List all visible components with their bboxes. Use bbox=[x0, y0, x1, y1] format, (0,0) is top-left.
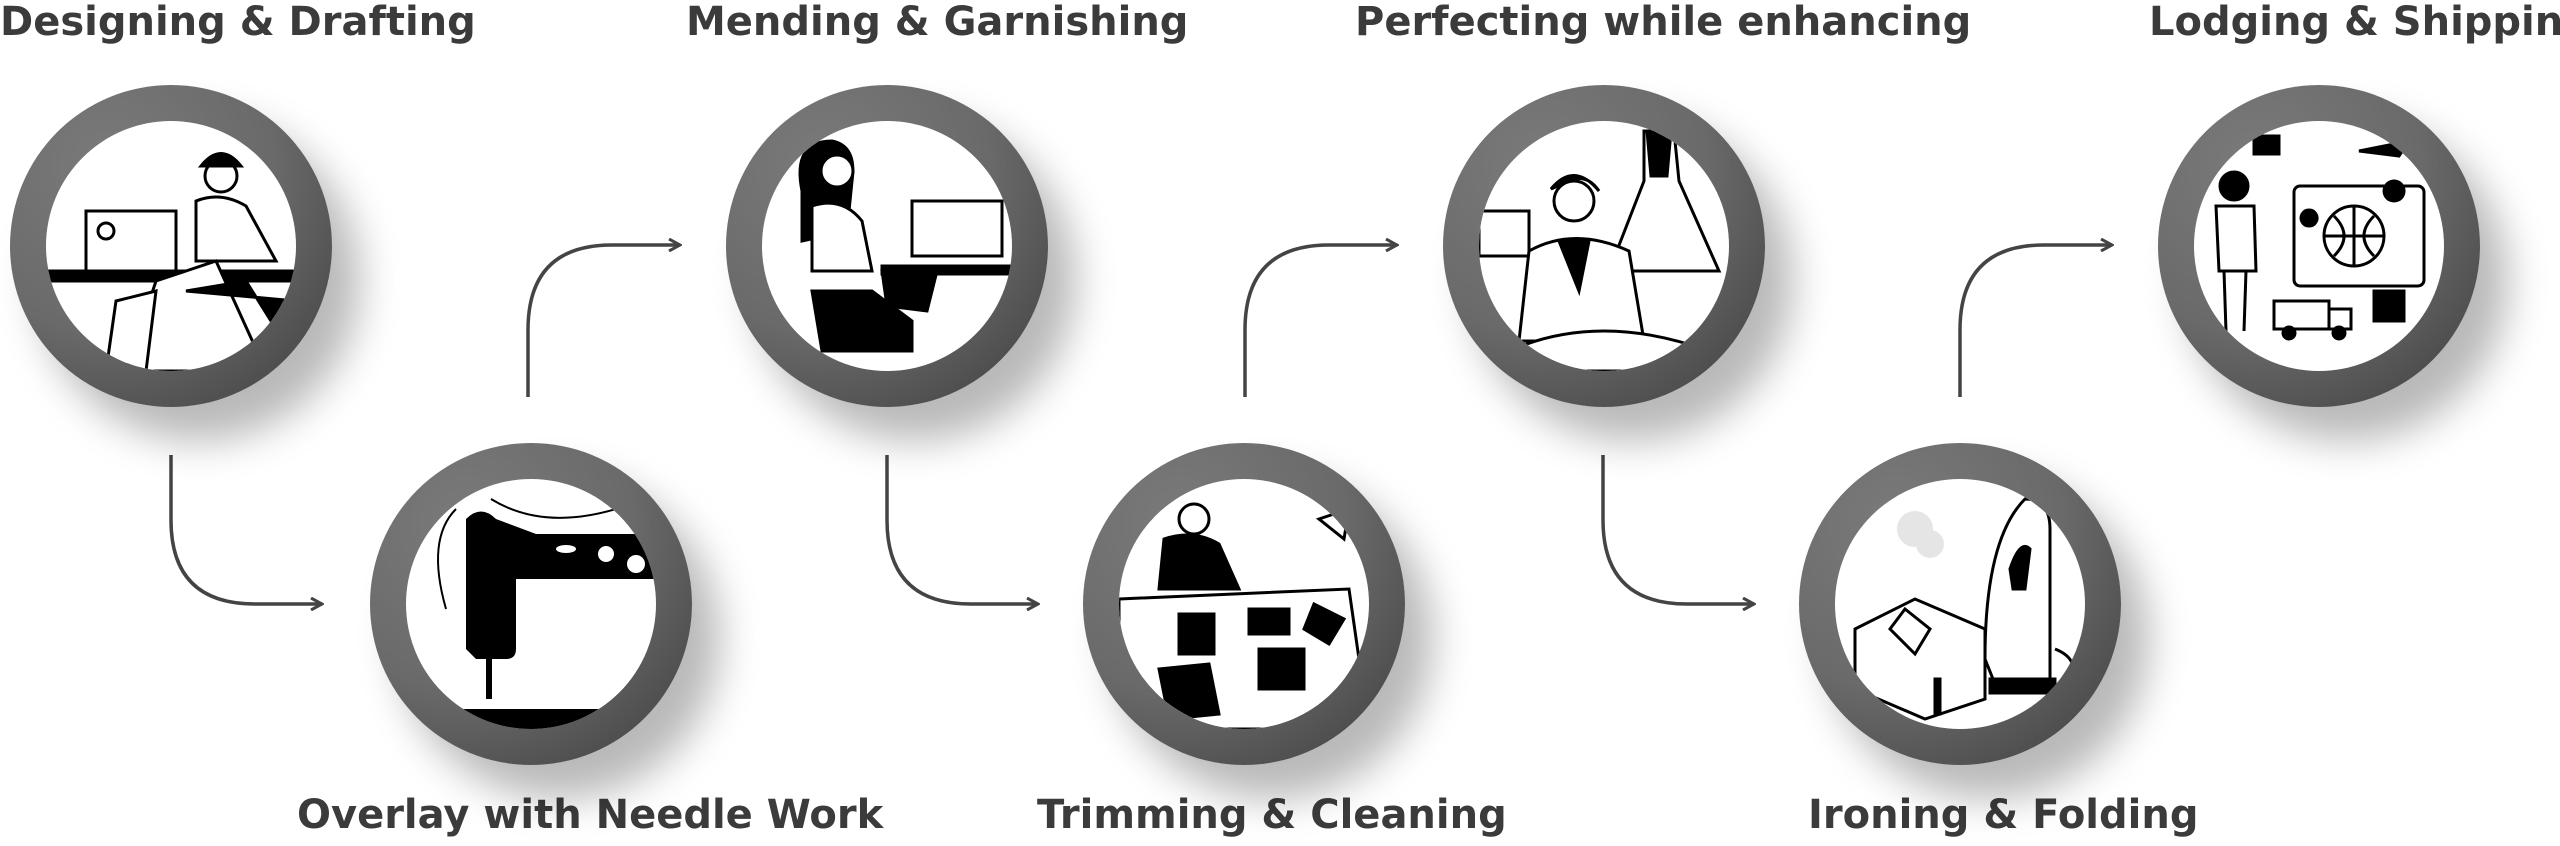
sewing-designer-illustration bbox=[46, 152, 296, 371]
global-shipping-illustration bbox=[2214, 134, 2426, 341]
step-label-perfecting: Perfecting while enhancing bbox=[1355, 0, 1972, 45]
arrow-5-to-6 bbox=[1601, 455, 1754, 604]
step-node-overlay bbox=[370, 443, 692, 765]
step-node-lodging bbox=[2158, 85, 2480, 407]
tailor-dress-form-illustration bbox=[1479, 129, 1729, 371]
fabric-cutting-illustration bbox=[1119, 502, 1369, 729]
step-node-designing bbox=[10, 85, 332, 407]
arrow-6-to-7 bbox=[1958, 245, 2112, 397]
step-node-mending bbox=[726, 85, 1048, 407]
step-label-mending: Mending & Garnishing bbox=[686, 0, 1189, 45]
step-label-trimming: Trimming & Cleaning bbox=[1037, 792, 1507, 838]
iron-folded-shirt-illustration bbox=[1853, 497, 2075, 721]
step-label-ironing: Ironing & Folding bbox=[1808, 792, 2199, 838]
step-node-ironing bbox=[1799, 443, 2121, 765]
step-label-lodging: Lodging & Shipping bbox=[2149, 0, 2560, 45]
arrow-1-to-2 bbox=[169, 455, 322, 604]
step-label-designing: Designing & Drafting bbox=[0, 0, 476, 45]
step-node-perfecting bbox=[1443, 85, 1765, 407]
step-node-trimming bbox=[1083, 443, 1405, 765]
woman-at-sewing-machine-illustration bbox=[798, 139, 1012, 353]
arrow-2-to-3 bbox=[526, 245, 680, 397]
step-label-overlay: Overlay with Needle Work bbox=[297, 792, 884, 838]
sewing-machine-needle-illustration bbox=[426, 493, 656, 729]
arrow-4-to-5 bbox=[1243, 245, 1397, 397]
arrow-3-to-4 bbox=[885, 455, 1038, 604]
